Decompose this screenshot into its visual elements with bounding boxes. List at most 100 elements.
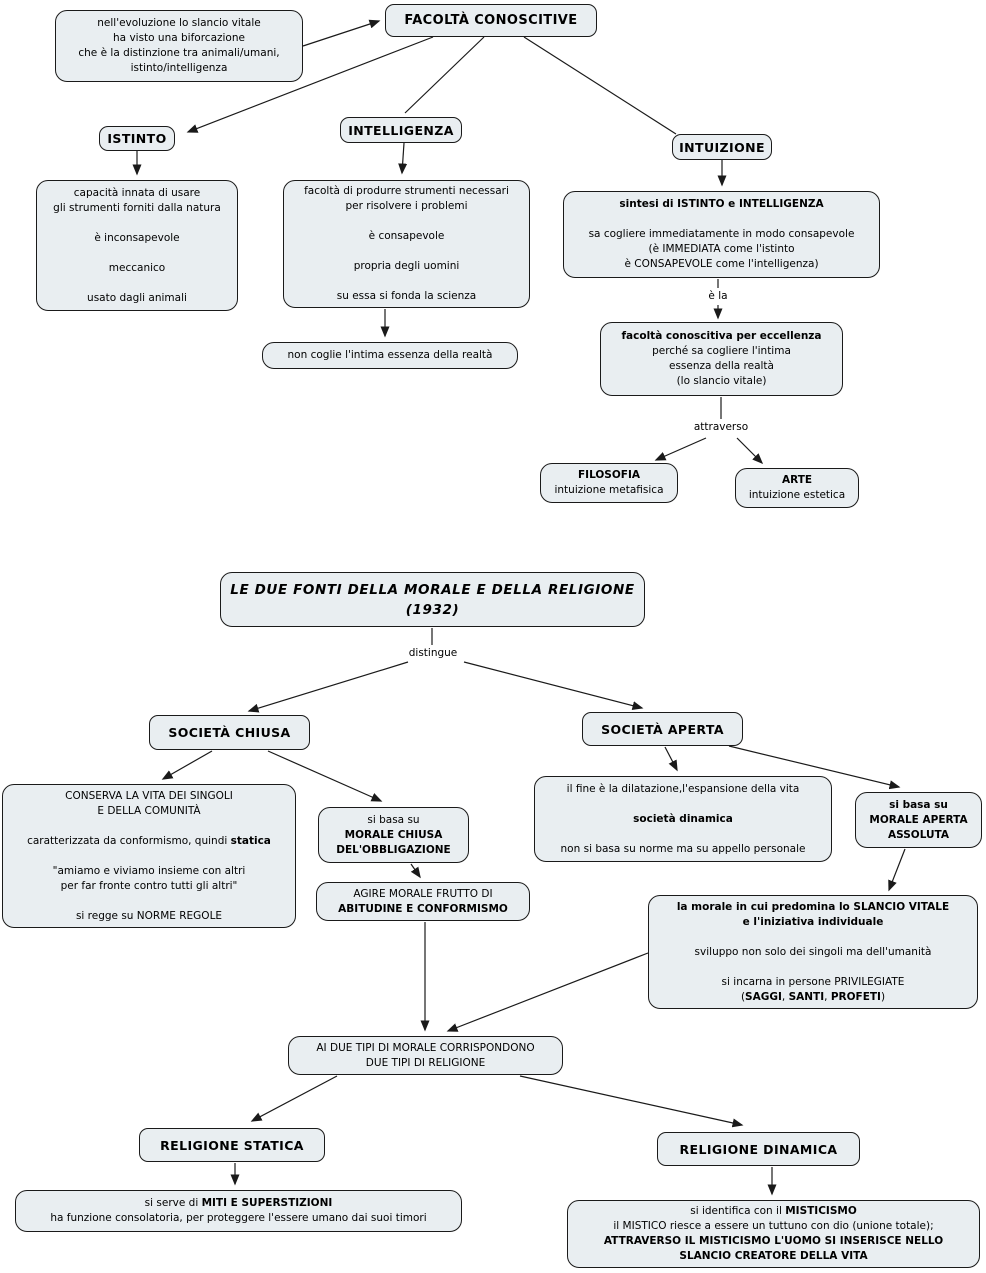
text-line xyxy=(39,276,235,291)
text-line: non coglie l'intima essenza della realtà xyxy=(287,349,493,361)
text-line xyxy=(5,819,293,834)
text-line: su essa si fonda la scienza xyxy=(336,290,477,302)
text-line: si identifica con il MISTICISMO xyxy=(690,1205,857,1217)
node-misticismo: si identifica con il MISTICISMO il MISTIC… xyxy=(567,1200,980,1268)
text-line: E DELLA COMUNITÀ xyxy=(97,804,201,817)
text-line: SLANCIO CREATORE DELLA VITA xyxy=(679,1250,868,1262)
text-line: AGIRE MORALE FRUTTO DI xyxy=(353,887,493,900)
text-line: perché sa cogliere l'intima xyxy=(652,345,791,357)
text-line: (è IMMEDIATA come l'istinto xyxy=(648,243,795,255)
text-line: meccanico xyxy=(108,261,166,274)
arrow-aperta-moraleaperta xyxy=(728,745,901,790)
node-societa-chiusa: SOCIETÀ CHIUSA xyxy=(149,715,310,750)
text-line: ABITUDINE E CONFORMISMO xyxy=(338,902,508,915)
text-line: MORALE CHIUSA xyxy=(344,828,443,841)
text-line: essenza della realtà xyxy=(669,360,774,372)
text-line: sa cogliere immediatamente in modo consa… xyxy=(588,228,855,240)
text-line: è consapevole xyxy=(368,230,445,242)
arrow-moraleaperta-slancio xyxy=(888,848,906,892)
text-line: per risolvere i problemi xyxy=(345,200,468,212)
text-line: è CONSAPEVOLE come l'intelligenza) xyxy=(624,258,819,270)
text-line: usato dagli animali xyxy=(87,291,187,304)
text-line: ASSOLUTA xyxy=(887,828,950,841)
text-line: e l'iniziativa individuale xyxy=(742,915,884,928)
node-intelligenza: INTELLIGENZA xyxy=(340,117,462,143)
text-line xyxy=(537,797,829,812)
text-line xyxy=(651,960,975,975)
text-line xyxy=(651,930,975,945)
node-morale-slancio: la morale in cui predomina lo SLANCIO VI… xyxy=(648,895,978,1009)
text-line xyxy=(537,827,829,842)
text-line: non si basa su norme ma su appello perso… xyxy=(560,842,806,855)
node-non-coglie: non coglie l'intima essenza della realtà xyxy=(262,342,518,369)
node-religione-statica: RELIGIONE STATICA xyxy=(139,1128,325,1162)
arrow-aperta-ilfine xyxy=(664,746,678,772)
text-line: intuizione estetica xyxy=(748,489,846,501)
line-facolta-intuizione xyxy=(523,36,677,135)
node-due-tipi: AI DUE TIPI DI MORALE CORRISPONDONO DUE T… xyxy=(288,1036,563,1075)
text-line: caratterizzata da conformismo, quindi st… xyxy=(27,834,271,847)
node-sintesi: sintesi di ISTINTO e INTELLIGENZA sa cog… xyxy=(563,191,880,278)
text-line: facoltà conoscitiva per eccellenza xyxy=(621,330,822,342)
text-line: facoltà di produrre strumenti necessari xyxy=(304,185,509,197)
text-line: propria degli uomini xyxy=(353,260,460,272)
node-istinto: ISTINTO xyxy=(99,126,175,151)
node-religione-dinamica: RELIGIONE DINAMICA xyxy=(657,1132,860,1166)
text-line xyxy=(5,849,293,864)
node-societa-aperta: SOCIETÀ APERTA xyxy=(582,712,743,746)
text-line: si basa su xyxy=(367,813,420,826)
text-line: si serve di MITI E SUPERSTIZIONI xyxy=(144,1197,333,1209)
node-intelligenza-detail: facoltà di produrre strumenti necessari p… xyxy=(283,180,530,308)
text-line xyxy=(39,246,235,261)
node-arte: ARTE intuizione estetica xyxy=(735,468,859,508)
text-line: la morale in cui predomina lo SLANCIO VI… xyxy=(676,900,950,913)
text-line: DUE TIPI DI RELIGIONE xyxy=(365,1056,486,1069)
line-facolta-intelligenza xyxy=(404,36,485,114)
text-line: sintesi di ISTINTO e INTELLIGENZA xyxy=(619,198,824,210)
text-line: si incarna in persone PRIVILEGIATE xyxy=(721,975,905,988)
text-line: "amiamo e viviamo insieme con altri xyxy=(52,864,246,877)
arrow-evoluzione-facolta xyxy=(302,19,381,47)
text-line: che è la distinzione tra animali/umani, xyxy=(78,47,280,59)
arrow-duetipi-statica xyxy=(250,1075,338,1122)
arrow-attraverso-filosofia xyxy=(654,437,707,461)
arrow-intelligenza-detail xyxy=(398,142,408,175)
text-line: il MISTICO riesce a essere un tuttuno co… xyxy=(613,1220,934,1232)
text-line: ha visto una biforcazione xyxy=(113,32,245,44)
text-line: DEL'OBBLIGAZIONE xyxy=(336,843,451,856)
text-line: ATTRAVERSO IL MISTICISMO L'UOMO SI INSER… xyxy=(603,1235,944,1247)
text-line: istinto/intelligenza xyxy=(130,62,228,74)
arrow-attraverso-arte xyxy=(736,437,764,465)
arrow-chiusa-conserva xyxy=(161,750,213,780)
link-label-distingue: distingue xyxy=(405,647,461,659)
text-line: (lo slancio vitale) xyxy=(676,375,767,387)
text-line: CONSERVA LA VITA DEI SINGOLI xyxy=(65,789,233,802)
text-line: (SAGGI, SANTI, PROFETI) xyxy=(740,990,886,1003)
arrow-distingue-aperta xyxy=(463,661,644,710)
text-line: MORALE APERTA xyxy=(869,813,968,826)
node-conserva: CONSERVA LA VITA DEI SINGOLI E DELLA COMU… xyxy=(2,784,296,928)
node-filosofia: FILOSOFIA intuizione metafisica xyxy=(540,463,678,503)
text-line: gli strumenti forniti dalla natura xyxy=(53,201,221,214)
node-intuizione: INTUIZIONE xyxy=(672,134,772,160)
text-line: AI DUE TIPI DI MORALE CORRISPONDONO xyxy=(316,1041,535,1054)
text-line: ARTE xyxy=(781,474,813,486)
text-line: FILOSOFIA xyxy=(577,469,640,481)
text-line: intuizione metafisica xyxy=(554,484,664,496)
link-label-e-la: è la xyxy=(705,290,731,302)
text-line: il fine è la dilatazione,l'espansione de… xyxy=(566,782,800,795)
text-line: capacità innata di usare xyxy=(73,186,201,199)
text-line: (1932) xyxy=(405,601,460,618)
text-line xyxy=(286,244,527,259)
text-line: società dinamica xyxy=(633,812,733,825)
node-agire-morale: AGIRE MORALE FRUTTO DI ABITUDINE E CONFOR… xyxy=(316,882,530,921)
node-facolta-conoscitive: FACOLTÀ CONOSCITIVE xyxy=(385,4,597,37)
node-istinto-detail: capacità innata di usare gli strumenti fo… xyxy=(36,180,238,311)
text-line: si basa su xyxy=(889,798,948,811)
text-line xyxy=(286,214,527,229)
text-line: per far fronte contro tutti gli altri" xyxy=(60,879,238,892)
text-line xyxy=(286,274,527,289)
